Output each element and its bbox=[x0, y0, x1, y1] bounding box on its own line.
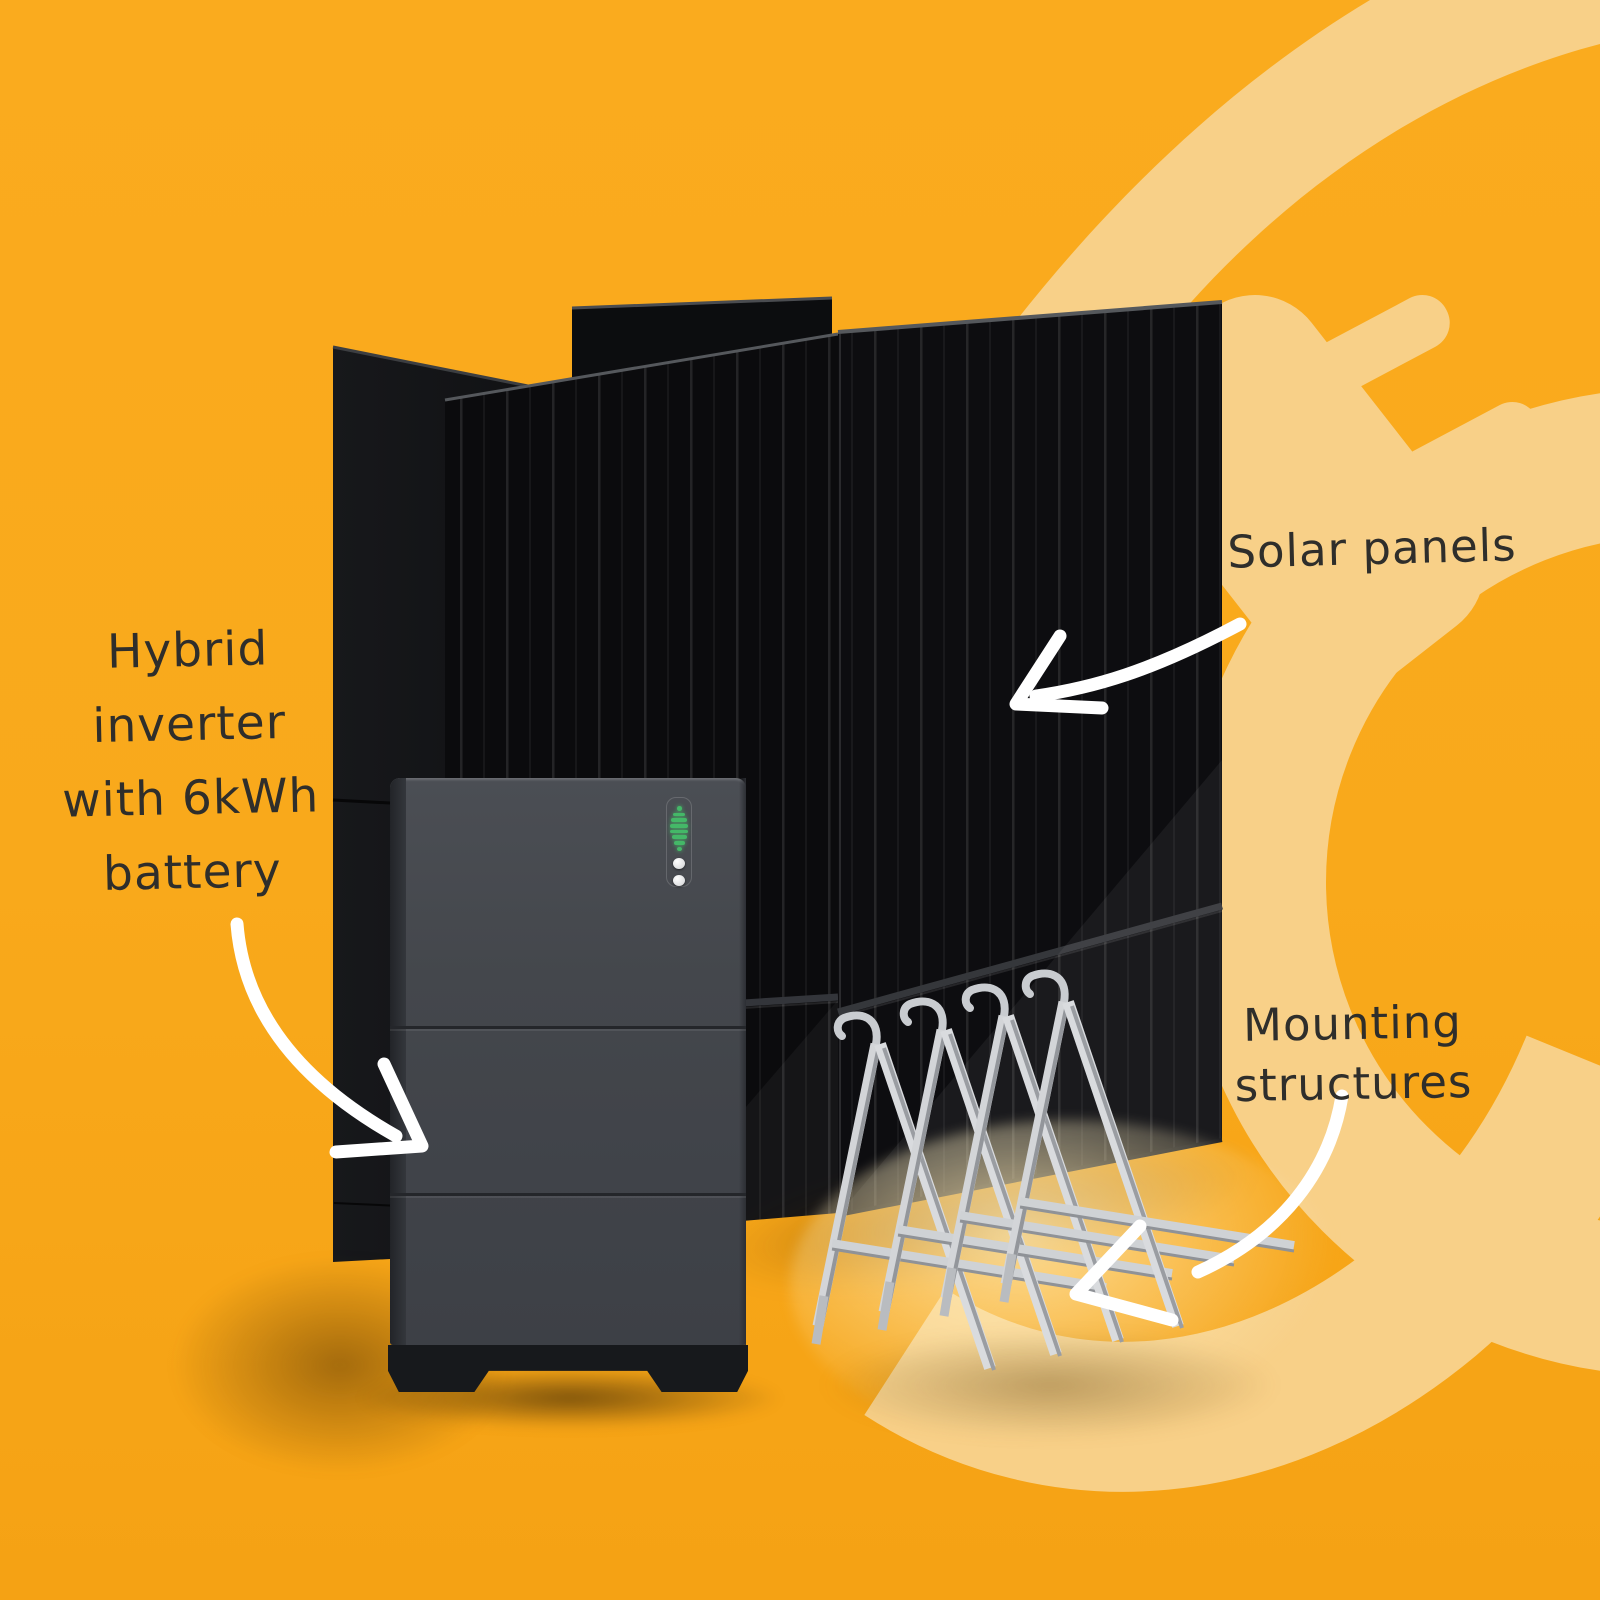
led-charge-bar bbox=[671, 835, 687, 839]
mounting-label-line: structures bbox=[1234, 1054, 1473, 1113]
led-charge-bar bbox=[673, 840, 685, 845]
led-dot bbox=[676, 846, 682, 852]
inverter-label: Hybrid inverter with 6kWh battery bbox=[5, 610, 375, 914]
battery-cabinet-body bbox=[390, 778, 746, 1345]
inverter-label-line: Hybrid bbox=[106, 621, 269, 680]
mounting-label: Mounting structures bbox=[1202, 991, 1504, 1116]
arrow-to-inverter-icon bbox=[230, 917, 429, 1159]
led-dot bbox=[676, 806, 682, 811]
battery-side-edge-right bbox=[739, 778, 746, 1345]
mounting-label-line: Mounting bbox=[1242, 995, 1463, 1052]
led-charge-bar bbox=[670, 823, 688, 828]
hybrid-inverter-battery-unit bbox=[388, 778, 748, 1392]
inverter-label-line: inverter bbox=[91, 694, 287, 755]
battery-module-seam bbox=[390, 1026, 746, 1029]
battery-module-seam bbox=[390, 1193, 746, 1196]
solar-panels-label: Solar panels bbox=[1226, 518, 1518, 579]
function-button[interactable] bbox=[673, 875, 685, 886]
inverter-label-line: with 6kWh bbox=[61, 768, 320, 829]
arrow-to-solar-panels-icon bbox=[1009, 617, 1247, 715]
led-charge-bar bbox=[670, 829, 688, 834]
plug-prong-icon bbox=[1308, 294, 1450, 396]
solar-panel-right bbox=[837, 300, 1223, 1217]
battery-side-edge bbox=[390, 778, 406, 1345]
inverter-label-line: battery bbox=[102, 843, 283, 902]
cable-band bbox=[1012, 0, 1600, 404]
arrow-to-mounting-icon bbox=[1069, 1089, 1349, 1327]
power-button[interactable] bbox=[673, 858, 685, 870]
cable-ring bbox=[1178, 393, 1600, 1371]
led-charge-bar bbox=[673, 812, 685, 817]
led-status-panel bbox=[666, 797, 692, 887]
led-charge-bar bbox=[671, 818, 687, 822]
